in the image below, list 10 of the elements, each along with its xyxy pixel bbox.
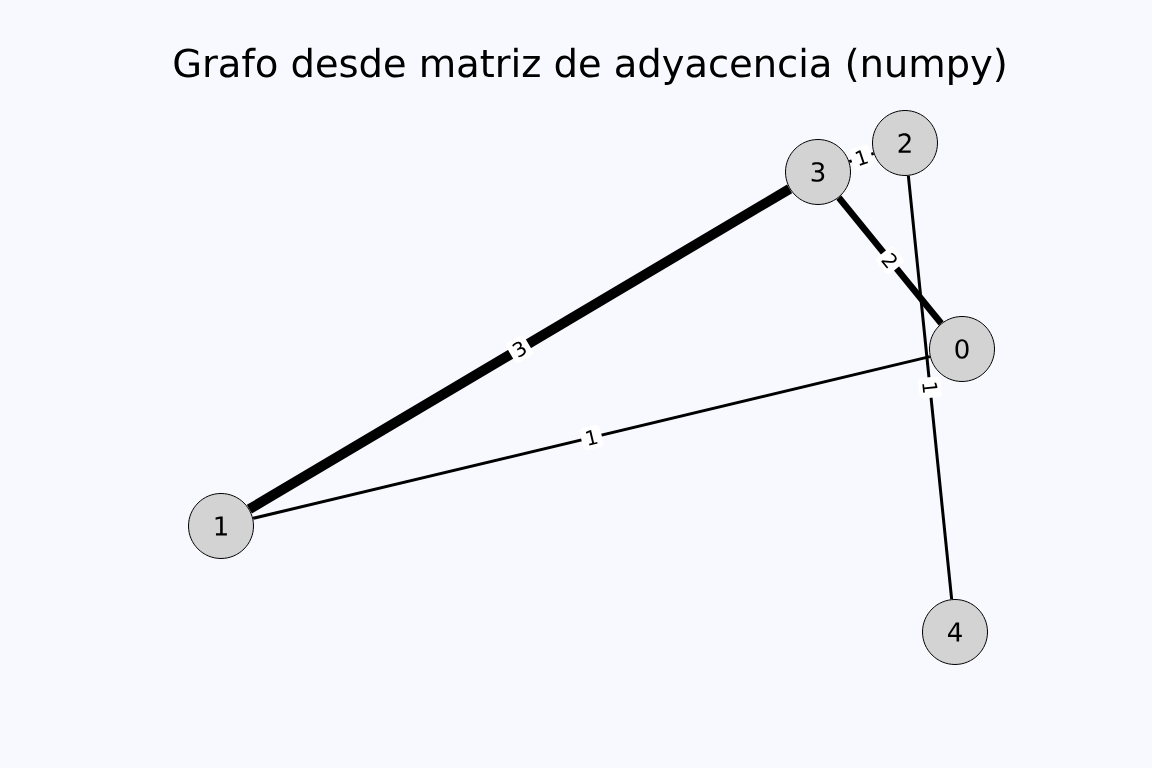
edge-line [836, 195, 944, 326]
edge-line [906, 175, 954, 600]
edge-line [252, 355, 931, 520]
edge-label: 1 [918, 376, 942, 399]
edge-label: 3 [512, 341, 526, 358]
edge-label: 2 [881, 252, 897, 269]
edge-label: 1 [579, 424, 604, 451]
title: Grafo desde matriz de adyacencia (numpy) [174, 47, 1005, 85]
edge-line [246, 184, 793, 514]
edge-label: 1 [849, 144, 874, 171]
